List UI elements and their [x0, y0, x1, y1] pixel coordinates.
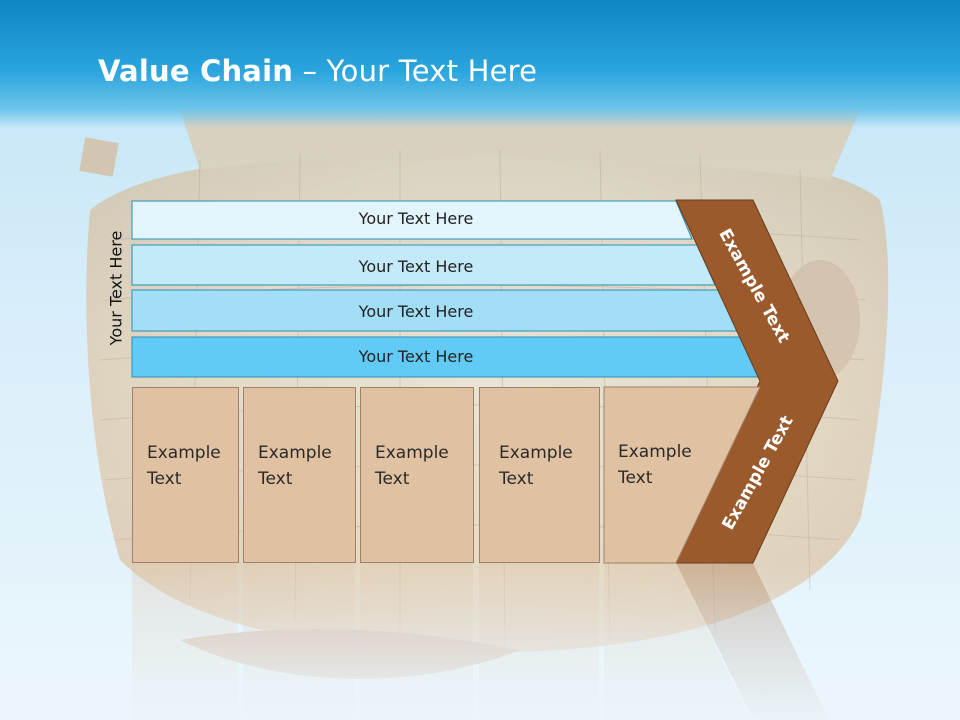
- activity-box-2-line1: Example: [258, 443, 332, 463]
- title-bold: Value Chain: [98, 54, 294, 88]
- activity-box-3-line2: Text: [375, 469, 410, 489]
- activity-box-1: Example Text: [132, 387, 239, 563]
- activity-bar-2-label: Your Text Here: [358, 257, 474, 276]
- activity-bar-3-label: Your Text Here: [358, 302, 474, 321]
- activity-box-5-line2: Text: [618, 468, 653, 488]
- activity-box-4-line1: Example: [499, 443, 573, 463]
- activity-box-4: Example Text: [479, 387, 600, 563]
- header-band: [0, 0, 960, 128]
- page-title: Value Chain – Your Text Here: [98, 54, 537, 88]
- title-rest: – Your Text Here: [293, 54, 538, 88]
- activity-box-3-line1: Example: [375, 443, 449, 463]
- activity-box-2: Example Text: [243, 387, 356, 563]
- activity-box-1-line2: Text: [147, 469, 182, 489]
- activity-box-2-line2: Text: [258, 469, 293, 489]
- activity-box-3: Example Text: [360, 387, 474, 563]
- activity-box-1-line1: Example: [147, 443, 221, 463]
- activity-box-4-line2: Text: [499, 469, 534, 489]
- activity-box-5-line1: Example: [618, 442, 692, 462]
- margin-chevron: [675, 199, 839, 564]
- activity-bar-1-label: Your Text Here: [358, 209, 474, 228]
- activity-box-5-shape: [603, 386, 761, 564]
- activity-bar-4-label: Your Text Here: [358, 347, 474, 366]
- activity-bar-1: [131, 200, 693, 240]
- activity-box-5: Example Text: [604, 387, 714, 563]
